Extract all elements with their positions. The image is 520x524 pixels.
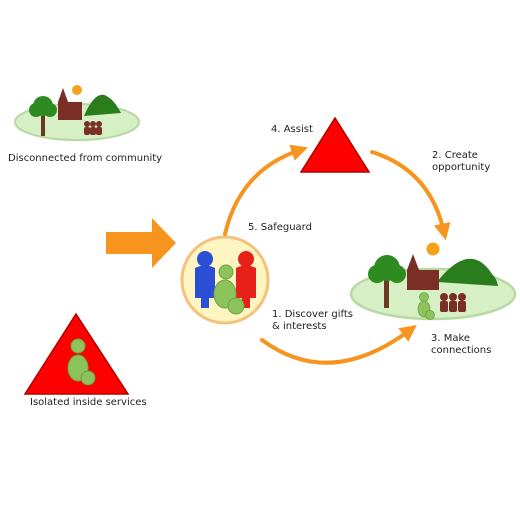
- centre-people-circle: [180, 235, 270, 325]
- label-step1-line1: 1. Discover gifts: [272, 309, 353, 320]
- wheelchair-icon-isolated: [80, 370, 96, 386]
- label-step1-line2: & interests: [272, 321, 327, 332]
- person-blue-icon: [195, 251, 215, 308]
- person-green-small-icon: [417, 292, 435, 320]
- assist-triangle: [299, 116, 371, 173]
- person-green-wheelchair-icon: [213, 264, 245, 315]
- church-spire-small: [58, 88, 68, 102]
- people-icon-large: [440, 293, 466, 312]
- disconnected-community-scene: [14, 85, 140, 141]
- person-head-isolated: [70, 338, 86, 354]
- church-spire-large: [407, 254, 419, 270]
- church-body-small: [58, 102, 82, 120]
- people-icon-small: [84, 121, 102, 135]
- label-isolated: Isolated inside services: [30, 397, 147, 408]
- label-step3-line2: connections: [431, 345, 492, 356]
- sun-small: [72, 85, 82, 95]
- hill-small: [84, 94, 121, 116]
- arrow-safeguard-to-assist: [223, 144, 308, 236]
- label-disconnected: Disconnected from community: [8, 153, 163, 164]
- block-arrow-right: [106, 218, 176, 268]
- hill-large: [437, 258, 498, 286]
- label-step2-line1: 2. Create: [432, 150, 478, 161]
- church-body-large: [407, 270, 439, 290]
- arrow-discover-to-connect: [260, 324, 417, 365]
- arrow-assist-to-create: [370, 150, 451, 241]
- connected-community-scene: [349, 242, 517, 321]
- sun-large: [426, 242, 440, 256]
- tree-trunk-large: [384, 280, 389, 308]
- label-step3-line1: 3. Make: [431, 333, 471, 344]
- person-red-icon: [236, 251, 256, 308]
- isolated-triangle: [23, 312, 130, 395]
- tree-trunk-small: [41, 112, 45, 136]
- label-step2-line2: opportunity: [432, 162, 491, 173]
- label-step4-assist: 4. Assist: [271, 124, 313, 135]
- label-step5-safeguard: 5. Safeguard: [248, 222, 312, 233]
